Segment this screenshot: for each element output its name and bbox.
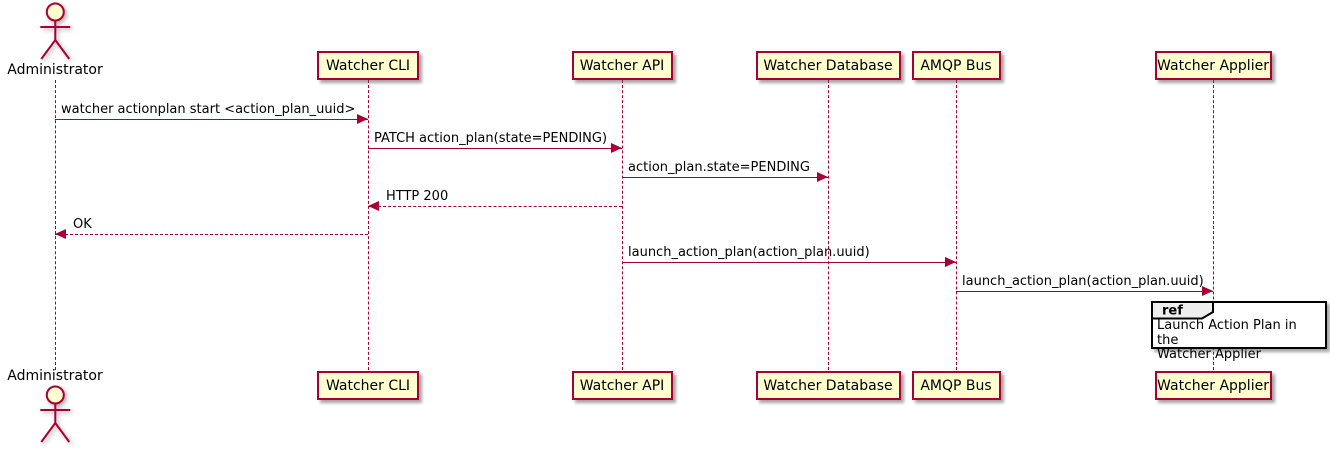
participant-bottom-watcher-applier: Watcher Applier	[1154, 371, 1272, 400]
arrowhead-icon	[945, 257, 956, 267]
participant-bottom-watcher-database: Watcher Database	[755, 371, 901, 400]
ref-body: Launch Action Plan in the Watcher Applie…	[1153, 303, 1325, 365]
lifeline-administrator	[55, 80, 56, 370]
actor-label: Administrator	[7, 368, 103, 384]
participant-bottom-watcher-api: Watcher API	[571, 371, 673, 400]
ref-keyword: ref	[1162, 304, 1183, 319]
participant-top-watcher-applier: Watcher Applier	[1154, 51, 1272, 80]
participant-top-watcher-cli: Watcher CLI	[317, 51, 419, 80]
message-label: action_plan.state=PENDING	[628, 160, 810, 175]
actor-figure-icon	[40, 2, 70, 60]
message-line	[368, 206, 622, 207]
ref-text-line: Watcher Applier	[1157, 347, 1261, 362]
message-label: launch_action_plan(action_plan.uuid)	[962, 274, 1204, 289]
actor-administrator-bottom: Administrator	[7, 368, 103, 445]
message-line	[55, 234, 368, 235]
lifeline-watcher-cli	[368, 80, 369, 370]
ref-fragment: ref Launch Action Plan in the Watcher Ap…	[1151, 301, 1327, 362]
arrowhead-icon	[1202, 286, 1213, 296]
message-label: HTTP 200	[386, 189, 449, 204]
actor-label: Administrator	[7, 62, 103, 78]
message-line	[368, 148, 622, 149]
arrowhead-icon	[357, 114, 368, 124]
message-label: launch_action_plan(action_plan.uuid)	[628, 245, 870, 260]
arrowhead-icon	[817, 172, 828, 182]
participant-top-watcher-api: Watcher API	[571, 51, 673, 80]
arrowhead-icon	[55, 229, 66, 239]
lifeline-watcher-database	[828, 80, 829, 370]
lifeline-watcher-api	[622, 80, 623, 370]
message-label: watcher actionplan start <action_plan_uu…	[61, 102, 356, 117]
lifeline-amqp-bus	[956, 80, 957, 370]
participant-bottom-watcher-cli: Watcher CLI	[317, 371, 419, 400]
participant-bottom-amqp-bus: AMQP Bus	[911, 371, 1001, 400]
ref-tab: ref	[1151, 301, 1214, 320]
arrowhead-icon	[611, 143, 622, 153]
message-line	[622, 177, 828, 178]
actor-administrator-top: Administrator	[7, 2, 103, 79]
message-line	[55, 119, 368, 120]
participant-top-amqp-bus: AMQP Bus	[911, 51, 1001, 80]
message-label: PATCH action_plan(state=PENDING)	[374, 131, 608, 146]
arrowhead-icon	[368, 201, 379, 211]
message-line	[622, 262, 956, 263]
message-label: OK	[73, 217, 92, 232]
lifeline-watcher-applier	[1213, 80, 1214, 370]
message-line	[956, 291, 1213, 292]
ref-text-line: Launch Action Plan in the	[1157, 318, 1297, 348]
actor-figure-icon	[40, 385, 70, 443]
participant-top-watcher-database: Watcher Database	[755, 51, 901, 80]
